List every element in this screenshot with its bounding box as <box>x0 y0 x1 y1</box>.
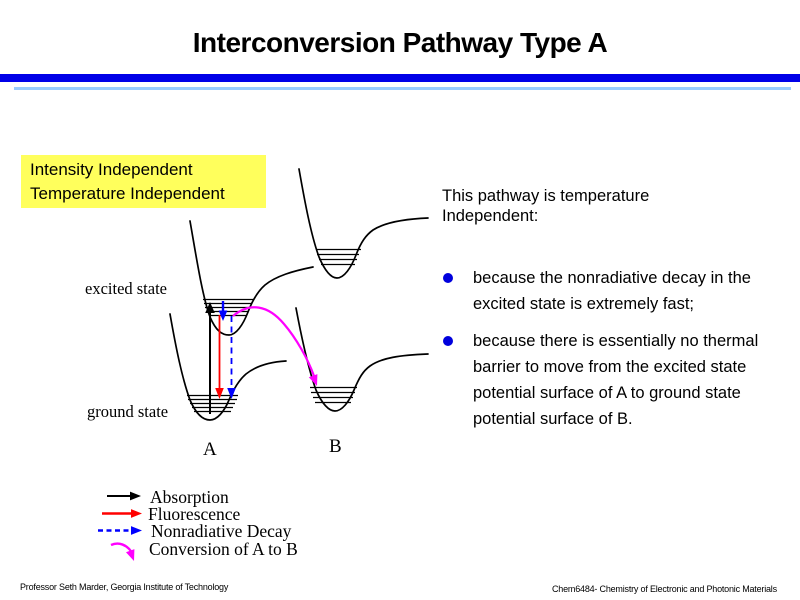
bullet-item-2: because there is essentially no thermal … <box>442 328 790 432</box>
bullet-text-2: because there is essentially no thermal … <box>473 332 759 428</box>
legend-conversion-arrow <box>110 542 135 561</box>
highlight-line-1: Intensity Independent <box>30 160 193 179</box>
title-divider-bar <box>0 74 800 82</box>
legend-absorption-arrow <box>107 491 141 501</box>
highlight-line-2: Temperature Independent <box>30 184 225 203</box>
legend-label-conversion: Conversion of A to B <box>149 539 298 559</box>
legend-fluorescence-arrow <box>102 509 142 518</box>
conversion-arrow <box>232 306 318 386</box>
fluorescence-arrow <box>215 315 224 399</box>
well-a-label: A <box>203 439 217 460</box>
excited-state-label: excited state <box>85 279 168 298</box>
bullet-icon <box>443 273 453 283</box>
highlight-box: Intensity Independent Temperature Indepe… <box>21 155 266 208</box>
footer-author: Professor Seth Marder, Georgia Institute… <box>20 582 229 592</box>
explanation-bullets: because the nonradiative decay in the ex… <box>442 265 790 443</box>
intro-line-1: This pathway is temperature <box>442 187 650 205</box>
curve-b-ground <box>295 307 429 412</box>
bullet-item-1: because the nonradiative decay in the ex… <box>442 265 790 317</box>
explanation-intro: This pathway is temperature Independent: <box>442 186 649 226</box>
legend-nonradiative-arrow <box>98 526 142 535</box>
footer-course: Chem6484- Chemistry of Electronic and Ph… <box>552 584 777 594</box>
curve-b-excited <box>298 168 429 279</box>
vibrational-relaxation-arrow <box>218 301 228 321</box>
bullet-icon <box>443 336 453 346</box>
absorption-arrow <box>205 302 215 414</box>
curve-a-excited <box>189 220 314 336</box>
curve-a-ground <box>169 313 287 421</box>
title-divider-underline <box>14 87 791 90</box>
slide-title: Interconversion Pathway Type A <box>192 27 608 58</box>
legend-label-absorption: Absorption <box>150 487 229 507</box>
well-b-label: B <box>329 436 342 457</box>
intro-line-2: Independent: <box>442 207 539 225</box>
legend-label-fluorescence: Fluorescence <box>148 504 241 524</box>
nonradiative-decay-arrow <box>227 316 236 399</box>
ground-state-label: ground state <box>87 402 169 421</box>
bullet-text-1: because the nonradiative decay in the ex… <box>473 269 751 313</box>
legend-label-nonradiative: Nonradiative Decay <box>151 521 292 541</box>
